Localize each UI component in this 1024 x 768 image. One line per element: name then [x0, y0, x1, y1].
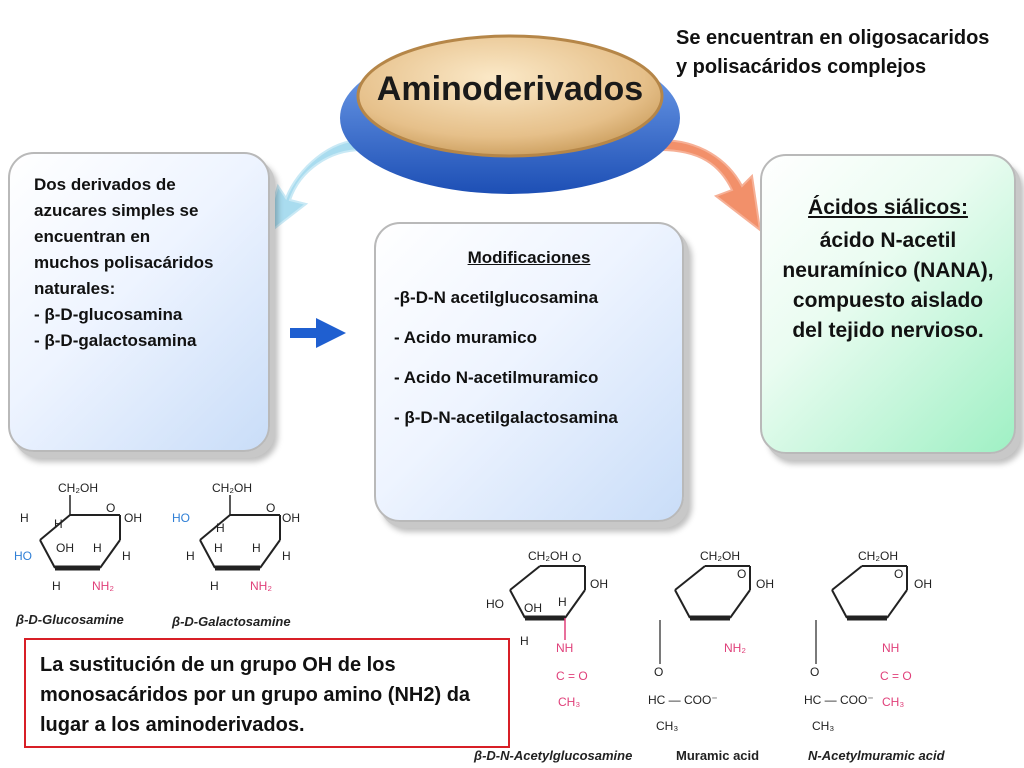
svg-text:H: H	[20, 511, 29, 525]
svg-text:OH: OH	[524, 601, 542, 615]
curved-arrow-right	[659, 138, 762, 233]
svg-text:O: O	[654, 665, 663, 679]
svg-text:H: H	[52, 579, 61, 593]
svg-text:H: H	[558, 595, 567, 609]
svg-text:NH: NH	[556, 641, 573, 655]
right-panel-body: ácido N-acetil neuramínico (NANA), compu…	[782, 229, 994, 342]
curved-arrow-left	[260, 138, 363, 241]
svg-text:O: O	[266, 501, 275, 515]
svg-text:NH₂: NH₂	[724, 641, 746, 655]
glucosamine-label: β-D-Glucosamine	[16, 612, 124, 627]
left-line: encuentran en	[34, 227, 151, 246]
svg-text:OH: OH	[282, 511, 300, 525]
modifications-list: -β-D-N acetilglucosamina - Acido muramic…	[394, 288, 684, 448]
svg-text:HC — COO⁻: HC — COO⁻	[648, 693, 718, 707]
svg-text:O: O	[810, 665, 819, 679]
middle-panel-heading: Modificaciones	[467, 248, 591, 267]
acetylglucosamine-structure: CH₂OH O OH HO OH H H NH C = O CH₃	[486, 549, 608, 709]
svg-text:C = O: C = O	[880, 669, 912, 683]
right-panel	[760, 154, 1016, 454]
svg-text:NH₂: NH₂	[92, 579, 114, 593]
svg-text:CH₂OH: CH₂OH	[528, 549, 568, 563]
svg-text:CH₂OH: CH₂OH	[858, 549, 898, 563]
svg-text:H: H	[54, 517, 63, 531]
svg-text:CH₂OH: CH₂OH	[58, 481, 98, 495]
left-panel	[8, 152, 270, 452]
svg-text:H: H	[282, 549, 291, 563]
svg-text:H: H	[122, 549, 131, 563]
svg-text:NH: NH	[882, 641, 899, 655]
svg-text:CH₃: CH₃	[656, 719, 678, 733]
svg-text:OH: OH	[914, 577, 932, 591]
muramic-acid-label: Muramic acid	[676, 748, 760, 763]
left-line: naturales:	[34, 279, 116, 298]
svg-text:CH₃: CH₃	[882, 695, 904, 709]
svg-text:C = O: C = O	[556, 669, 588, 683]
svg-text:NH₂: NH₂	[250, 579, 272, 593]
list-item: - β-D-N-acetilgalactosamina	[394, 408, 618, 427]
svg-text:CH₃: CH₃	[812, 719, 834, 733]
svg-text:O: O	[106, 501, 115, 515]
left-line: - β-D-glucosamina	[34, 305, 183, 324]
svg-text:H: H	[93, 541, 102, 555]
svg-text:CH₃: CH₃	[558, 695, 580, 709]
svg-text:H: H	[252, 541, 261, 555]
left-panel-text: Dos derivados de azucares simples se enc…	[34, 172, 264, 354]
svg-text:O: O	[572, 551, 581, 565]
muramic-acid-structure: CH₂OH O OH O HC — COO⁻ CH₃ NH₂	[648, 549, 774, 733]
svg-text:H: H	[186, 549, 195, 563]
left-line: muchos polisacáridos	[34, 253, 214, 272]
svg-text:OH: OH	[756, 577, 774, 591]
galactosamine-label: β-D-Galactosamine	[172, 614, 291, 629]
left-line: - β-D-galactosamina	[34, 331, 197, 350]
svg-text:H: H	[520, 634, 529, 648]
list-item: - Acido muramico	[394, 328, 537, 347]
middle-panel	[374, 222, 684, 522]
svg-text:H: H	[214, 541, 223, 555]
svg-text:H: H	[216, 521, 225, 535]
acetylmuramic-acid-label: N-Acetylmuramic acid	[808, 748, 945, 763]
left-line: Dos derivados de	[34, 175, 176, 194]
svg-text:O: O	[737, 567, 746, 581]
svg-text:HO: HO	[172, 511, 190, 525]
svg-text:CH₂OH: CH₂OH	[700, 549, 740, 563]
svg-text:O: O	[894, 567, 903, 581]
svg-text:CH₂OH: CH₂OH	[212, 481, 252, 495]
svg-text:OH: OH	[56, 541, 74, 555]
list-item: - Acido N-acetilmuramico	[394, 368, 599, 387]
left-line: azucares simples se	[34, 201, 199, 220]
right-panel-heading: Ácidos siálicos:	[808, 196, 968, 219]
definition-box: La sustitución de un grupo OH de los mon…	[24, 638, 510, 748]
hub-title: Aminoderivados	[376, 70, 644, 108]
svg-text:HC — COO⁻: HC — COO⁻	[804, 693, 874, 707]
svg-text:HO: HO	[14, 549, 32, 563]
acetylmuramic-acid-structure: CH₂OH O OH O HC — COO⁻ CH₃ NH C = O CH₃	[804, 549, 932, 733]
glucosamine-structure: CH₂OH O OH H H OH H H HO H NH₂	[14, 481, 142, 593]
svg-text:OH: OH	[590, 577, 608, 591]
right-arrow-icon	[290, 318, 346, 348]
hub-inner-disc	[356, 34, 664, 158]
svg-text:OH: OH	[124, 511, 142, 525]
list-item: -β-D-N acetilglucosamina	[394, 288, 599, 307]
galactosamine-structure: CH₂OH O OH HO H H H H H H NH₂	[172, 481, 300, 593]
top-note: Se encuentran en oligosacaridos y polisa…	[676, 27, 990, 78]
acetylglucosamine-label: β-D-N-Acetylglucosamine	[474, 748, 633, 763]
svg-text:H: H	[210, 579, 219, 593]
svg-text:HO: HO	[486, 597, 504, 611]
